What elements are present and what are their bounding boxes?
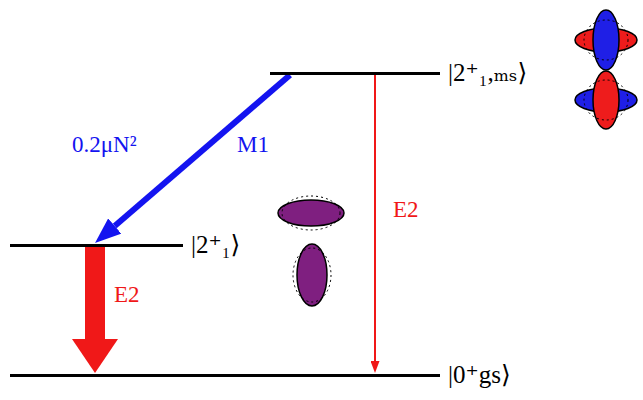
symmetric-shapes	[278, 196, 344, 306]
transition-arrow	[374, 75, 376, 361]
multipolarity-label: E2	[393, 196, 419, 224]
dotted-outline	[293, 248, 331, 302]
state-label: |2⁺₁⟩	[191, 230, 240, 260]
energy-level: |2⁺₁,ₘₛ⟩	[270, 71, 440, 75]
level-line	[10, 244, 183, 247]
transition-arrow	[115, 75, 290, 226]
state-label: |2⁺₁,ₘₛ⟩	[448, 58, 527, 88]
oblate-shape	[278, 200, 344, 226]
transition-arrow	[85, 247, 105, 339]
strength-label: 0.2μN²	[72, 131, 137, 159]
state-label: |0⁺gs⟩	[448, 360, 511, 390]
dotted-outline	[584, 20, 628, 60]
energy-level: |2⁺₁⟩	[10, 243, 183, 247]
level-line	[270, 72, 440, 75]
dotted-outline	[282, 196, 340, 230]
red-shape	[593, 71, 619, 129]
prolate-shape	[297, 244, 327, 306]
mixed-symmetry-shapes	[575, 10, 637, 129]
multipolarity-label: M1	[237, 131, 269, 159]
multipolarity-label: E2	[114, 281, 140, 309]
dotted-outline	[584, 80, 628, 120]
level-line	[10, 374, 440, 377]
energy-level: |0⁺gs⟩	[10, 373, 440, 377]
blue-shape	[593, 10, 619, 70]
